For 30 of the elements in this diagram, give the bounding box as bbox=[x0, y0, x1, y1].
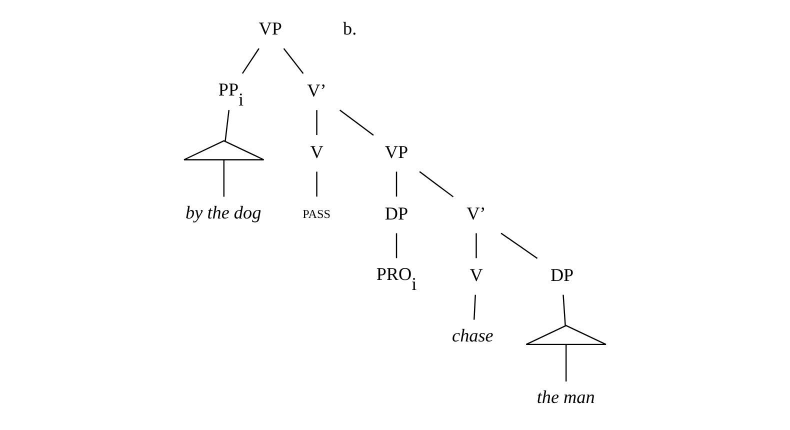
connector bbox=[500, 232, 538, 259]
connector bbox=[316, 172, 318, 197]
connector bbox=[419, 171, 454, 198]
node-triangle bbox=[183, 140, 264, 160]
label: b. bbox=[343, 18, 357, 39]
node-text: by the dog bbox=[186, 202, 262, 222]
node-text: chase bbox=[452, 326, 494, 346]
node-text: V’ bbox=[307, 80, 326, 100]
node-text: V’ bbox=[466, 203, 486, 224]
node-text: DP bbox=[384, 203, 408, 224]
node-text: V bbox=[470, 265, 483, 286]
connector bbox=[565, 344, 567, 382]
node-text: VP bbox=[258, 18, 282, 39]
node-text: DP bbox=[550, 265, 574, 286]
node-text: VP bbox=[384, 142, 408, 162]
connector bbox=[223, 160, 225, 197]
connector bbox=[283, 48, 304, 74]
connector bbox=[339, 110, 374, 136]
node-triangle bbox=[526, 324, 607, 346]
connector bbox=[474, 294, 476, 320]
connector bbox=[316, 110, 318, 136]
connector bbox=[242, 48, 260, 74]
connector bbox=[396, 233, 398, 258]
connector bbox=[396, 172, 398, 197]
node-text: PASS bbox=[302, 207, 330, 222]
node-text: the man bbox=[536, 387, 595, 408]
node-text: V bbox=[310, 142, 324, 162]
connector bbox=[562, 294, 566, 326]
connector bbox=[476, 233, 477, 258]
connector bbox=[224, 110, 230, 142]
